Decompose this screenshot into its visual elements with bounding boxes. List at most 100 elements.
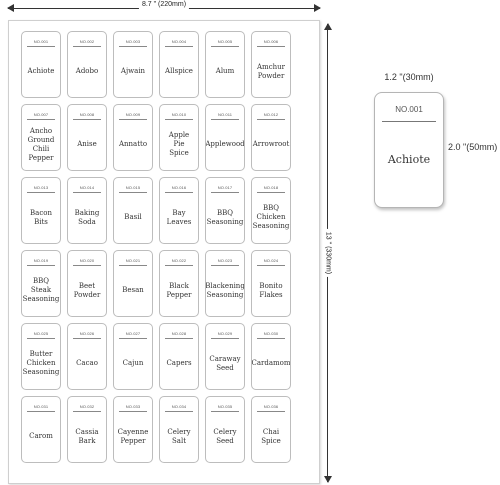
label-number: NO.008 [79,112,95,117]
label-rule [27,338,55,339]
label-rule [27,119,55,120]
label-number: NO.012 [263,112,279,117]
label-rule [119,192,147,193]
label-rule [27,411,55,412]
label-width-label: 1.2 "(30mm) [384,72,434,82]
label-number: NO.036 [263,404,279,409]
label-name: Butter Chicken Seasoning [22,350,60,376]
label-name: Annatto [118,140,148,148]
label-number: NO.028 [171,331,187,336]
label-rule [257,192,285,193]
label-rule [211,265,239,266]
label-rule [257,46,285,47]
label-number: NO.003 [125,39,141,44]
label-name: Amchur Powder [257,62,285,80]
label-number: NO.033 [125,404,141,409]
label-name: Adobo [75,67,99,75]
label-name: Apple Pie Spice [168,131,190,157]
label-name: Allspice [165,67,193,75]
label-name: Bay Leaves [166,208,192,226]
label-number: NO.015 [125,185,141,190]
label-number: NO.016 [171,185,187,190]
label-rule [119,46,147,47]
label-number: NO.018 [263,185,279,190]
label-name: Alum [215,67,235,75]
label-rule [257,411,285,412]
label-number: NO.007 [33,112,49,117]
label-number: NO.025 [33,331,49,336]
arrow-up-icon [324,23,332,30]
label-name: Cassia Bark [75,427,99,445]
label-rule [27,46,55,47]
label-number: NO.013 [33,185,49,190]
label-name: Arrowroot [252,140,290,148]
label-name: Celery Salt [167,427,191,445]
label-name: Cayenne Pepper [117,427,149,445]
label-name: Capers [166,359,192,367]
label-rule [73,411,101,412]
label-number: NO.011 [217,112,233,117]
label-rule [119,265,147,266]
sheet-height-dimension: 13 " (330mm) [322,23,334,483]
label-rule [119,338,147,339]
label-number: NO.030 [263,331,279,336]
label-number: NO.035 [217,404,233,409]
label-number: NO.032 [79,404,95,409]
label-number: NO.023 [217,258,233,263]
label-name: Ancho Ground Chili Pepper [27,126,55,162]
label-name: Chai Spice [261,427,281,445]
label-height-label: 2.0 "(50mm) [448,142,498,152]
label-rule [165,411,193,412]
label-number: NO.024 [263,258,279,263]
label-rule [73,46,101,47]
label-rule [27,192,55,193]
label-name: Cacao [76,359,98,367]
label-rule [211,338,239,339]
label-number: NO.001 [33,39,49,44]
label-name: Blackening Seasoning [205,281,245,299]
label-number: NO.017 [217,185,233,190]
label-name: Cajun [122,359,144,367]
enlarged-label-number: NO.001 [395,105,423,114]
label-rule [165,265,193,266]
label-name: Applewood [205,140,245,148]
label-rule [119,119,147,120]
label-number: NO.034 [171,404,187,409]
label-number: NO.019 [33,258,49,263]
arrow-right-icon [314,4,321,12]
enlarged-label: NO.001 Achiote [374,92,444,208]
label-rule [165,46,193,47]
label-rule [119,411,147,412]
label-name: Carom [29,432,53,440]
label-rule [165,192,193,193]
label-number: NO.026 [79,331,95,336]
label-number: NO.031 [33,404,49,409]
enlarged-label-name: Achiote [387,153,431,166]
label-number: NO.020 [79,258,95,263]
label-name: Black Pepper [166,281,192,299]
